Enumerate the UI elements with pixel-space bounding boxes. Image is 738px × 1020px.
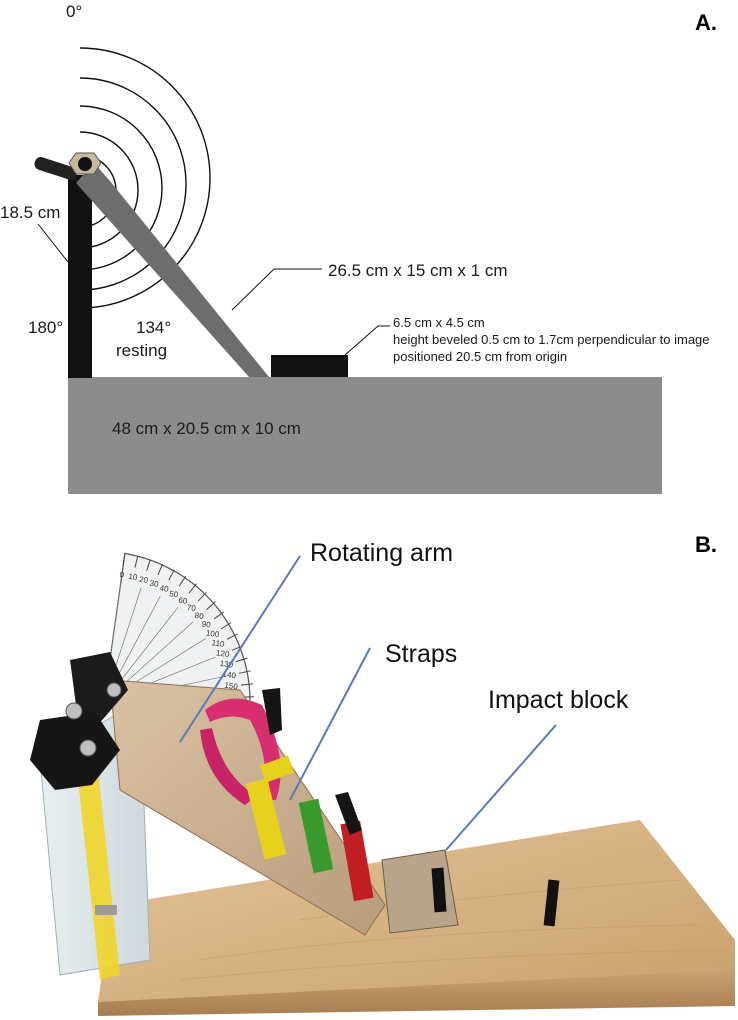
- block-dims-line2: height beveled 0.5 cm to 1.7cm perpendic…: [393, 332, 710, 347]
- protractor-tick-label: 150: [224, 681, 239, 692]
- straps-pointer: [289, 647, 371, 801]
- strap-black-buckle-2: [335, 792, 362, 835]
- protractor-tick: [157, 563, 164, 576]
- impact-block-tape: [431, 867, 447, 913]
- protractor-tick: [134, 555, 139, 568]
- rotating-arm-label: Rotating arm: [310, 539, 453, 567]
- panel-a: A. 48 cm x 20.5 cm x 10 cm 0° 18.5 cm 18…: [0, 2, 717, 494]
- impact-block-diagram: [271, 355, 348, 377]
- protractor-tick: [168, 569, 175, 581]
- post-height-leader: [37, 223, 69, 263]
- protractor-tick-label: 30: [149, 579, 160, 589]
- protractor-tick-label: 80: [194, 611, 205, 621]
- post: [68, 175, 92, 378]
- protractor-tick: [240, 683, 253, 686]
- protractor-tick: [220, 622, 232, 630]
- protractor-tick: [178, 575, 187, 587]
- protractor-tick-label: 0: [119, 570, 125, 580]
- base-block: [68, 377, 662, 494]
- panel-a-letter: A.: [695, 10, 717, 35]
- clamp-bolt-2: [79, 739, 97, 757]
- handle: [34, 157, 78, 180]
- hinge-clamps: [30, 652, 128, 790]
- protractor-tick: [197, 591, 207, 602]
- plywood-base-edge: [98, 968, 735, 1016]
- protractor-tick-label: 110: [211, 638, 225, 649]
- protractor-tick: [226, 633, 238, 640]
- protractor-tick-label: 130: [219, 659, 234, 670]
- protractor-tick-label: 100: [205, 628, 220, 639]
- angle-arcs: [79, 47, 211, 309]
- base-tape-mark: [543, 879, 560, 927]
- protractor-tick: [213, 611, 225, 620]
- protractor-tick-label: 120: [215, 648, 230, 659]
- strap-black-buckle-1: [262, 688, 282, 735]
- impact-block-pointer: [445, 724, 557, 851]
- impact-block-photo: [381, 849, 459, 934]
- protractor-tick: [238, 670, 251, 674]
- strap-pink-loop: [200, 728, 256, 805]
- protractor-tick-label: 20: [139, 575, 150, 585]
- angle-180-label: 180°: [28, 318, 63, 337]
- protractor-tick-label: 90: [201, 620, 212, 630]
- clamp-bolt-1: [65, 702, 83, 720]
- strap-red: [340, 820, 374, 902]
- protractor-tick: [146, 559, 151, 571]
- straps: [200, 688, 374, 902]
- yellow-support: [78, 770, 120, 980]
- protractor-tick: [206, 601, 216, 611]
- arm-dims-label: 26.5 cm x 15 cm x 1 cm: [328, 261, 508, 280]
- rotating-arm-diagram: [76, 163, 269, 377]
- protractor-tick: [235, 657, 248, 663]
- protractor-tick-label: 140: [222, 670, 237, 681]
- protractor-ray: [112, 607, 179, 692]
- straps-label: Straps: [385, 640, 457, 668]
- block-dims-line1: 6.5 cm x 4.5 cm: [393, 315, 485, 330]
- block-dims-line3: positioned 20.5 cm from origin: [393, 349, 567, 364]
- protractor-tick: [188, 583, 197, 594]
- protractor-tick-label: 60: [178, 596, 189, 606]
- strap-green: [298, 798, 334, 874]
- base-dims-label: 48 cm x 20.5 cm x 10 cm: [112, 419, 301, 438]
- strap-yellow: [245, 778, 287, 860]
- panel-b-letter: B.: [695, 532, 717, 557]
- protractor-ray: [114, 621, 194, 693]
- arm-dims-leader: [231, 268, 322, 311]
- angle-resting-label: resting: [116, 341, 167, 360]
- angle-0-label: 0°: [66, 2, 82, 21]
- protractor-tick-label: 70: [186, 603, 197, 613]
- protractor-tick-label: 50: [169, 589, 180, 599]
- angle-resting-value: 134°: [136, 318, 171, 337]
- rotating-arm-pointer: [179, 555, 301, 743]
- hub-pin: [78, 157, 92, 171]
- strap-yellow-top: [259, 755, 295, 783]
- protractor-tick: [122, 553, 126, 566]
- post-height-label: 18.5 cm: [0, 203, 60, 222]
- block-leader: [344, 325, 390, 356]
- lower-bolt: [95, 905, 117, 915]
- protractor-tick-label: 10: [128, 572, 139, 582]
- clamp-bolt-3: [106, 682, 122, 698]
- impact-block-label: Impact block: [488, 686, 629, 714]
- strap-pink: [205, 698, 281, 800]
- protractor-tick-label: 40: [159, 584, 170, 594]
